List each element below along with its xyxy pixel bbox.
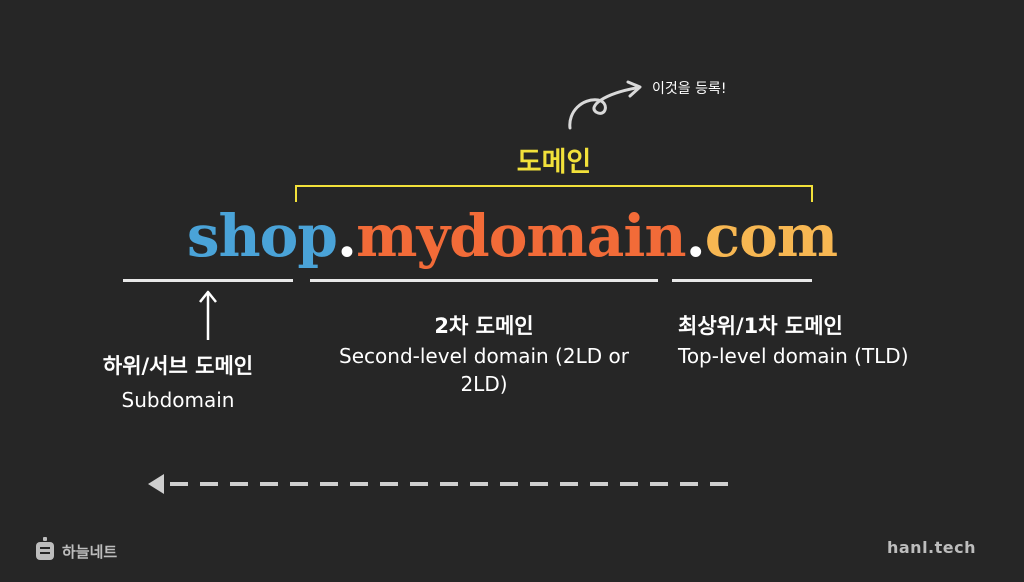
logo-text: 하늘네트 [62, 543, 118, 561]
domain-bracket-label: 도메인 [516, 147, 592, 178]
dashed-left-arrow-icon [148, 474, 728, 494]
domain-bracket [295, 185, 813, 202]
dot-separator: . [685, 202, 706, 270]
dot-separator: . [336, 202, 357, 270]
logo-icon [36, 537, 54, 560]
curved-arrow-icon [568, 80, 642, 130]
subdomain-underline [123, 279, 293, 282]
tld-label-en: Top-level domain (TLD) [678, 344, 909, 368]
tld-label-kr: 최상위/1차 도메인 [678, 314, 843, 338]
tld-text: com [704, 202, 838, 270]
second-level-text: mydomain [356, 202, 686, 270]
register-note: 이것을 등록! [652, 81, 727, 97]
up-arrow-icon [199, 290, 217, 340]
second-level-label-kr: 2차 도메인 [434, 314, 534, 338]
second-level-underline [310, 279, 658, 282]
tld-underline [672, 279, 812, 282]
subdomain-label-en: Subdomain [121, 388, 235, 412]
domain-name: shop.mydomain.com [0, 196, 1024, 276]
subdomain-text: shop [186, 202, 338, 270]
subdomain-label-kr: 하위/서브 도메인 [102, 354, 254, 378]
site-name: hanl.tech [886, 538, 976, 557]
second-level-label-en: Second-level domain (2LD or 2LD) [339, 344, 629, 396]
